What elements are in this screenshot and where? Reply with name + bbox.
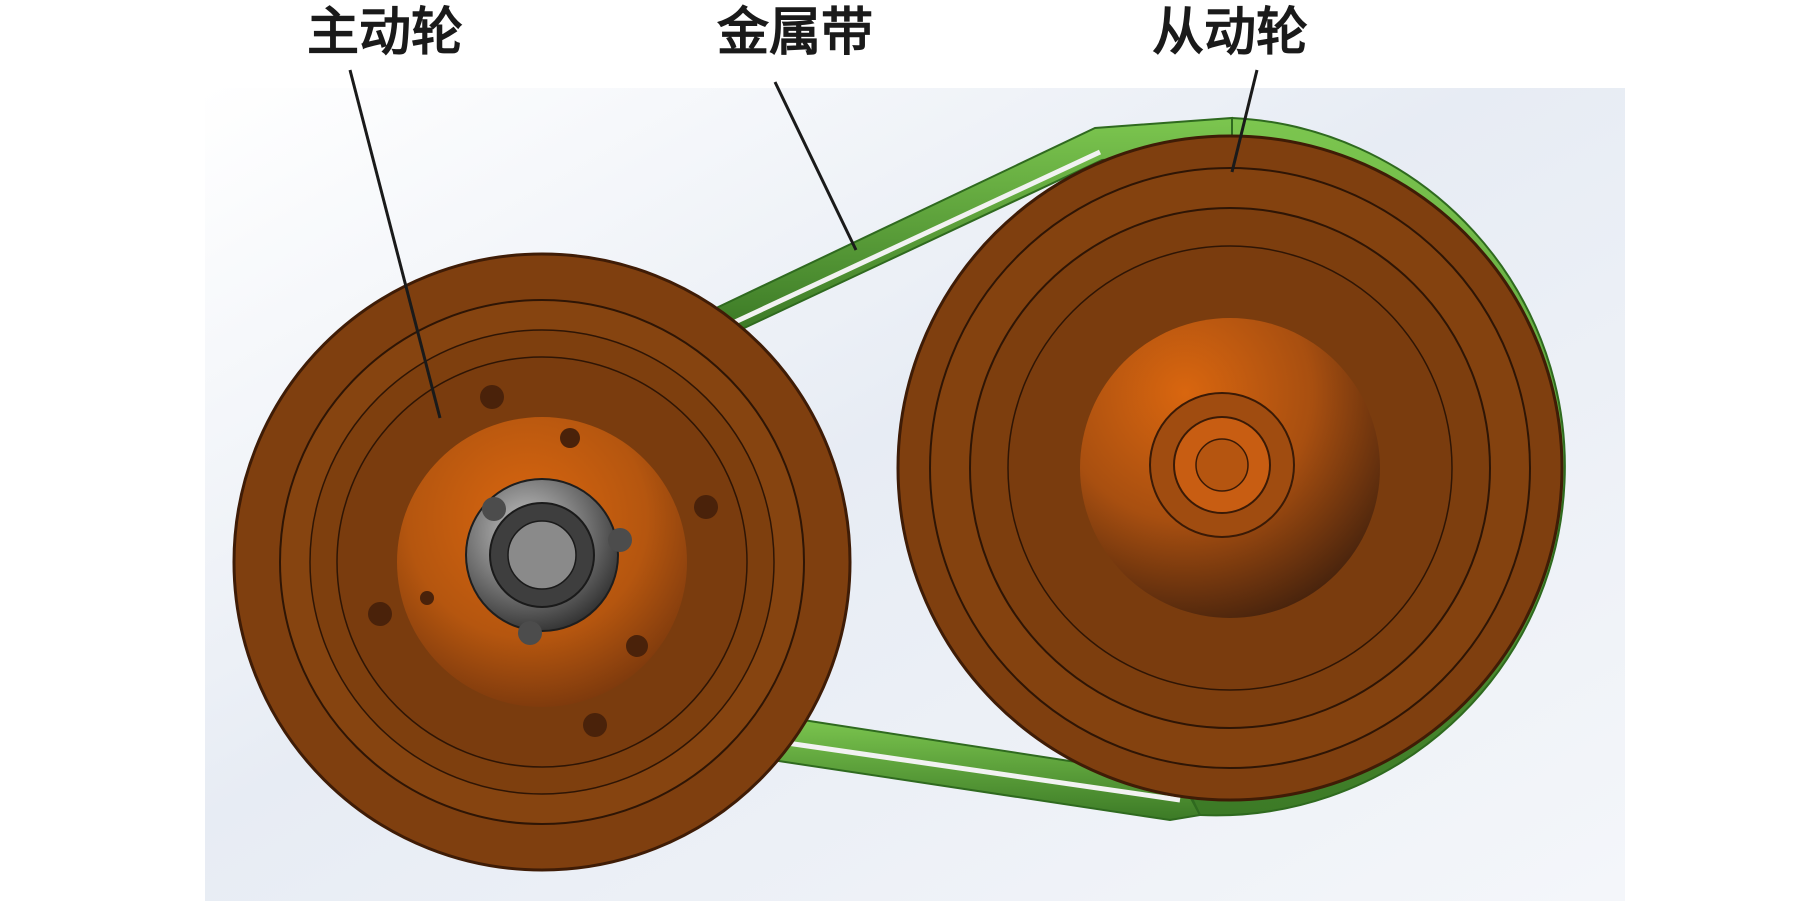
driven-pulley [896, 134, 1564, 802]
hub-lug [608, 528, 632, 552]
bolt-hole [694, 495, 718, 519]
belt-lower-inner-band [779, 739, 1181, 803]
leader-lines [348, 69, 1259, 419]
leader-line-driving-pulley [348, 69, 442, 419]
label-driven-pulley: 从动轮 [1152, 3, 1308, 63]
leader-line-driven-pulley [1230, 69, 1259, 173]
bolt-hole [420, 591, 434, 605]
bolt-hole [583, 713, 607, 737]
bolt-hole [560, 428, 580, 448]
label-metal-belt: 金属带 [716, 3, 873, 63]
belt-upper-inner-band [733, 149, 1102, 325]
driven-pulley-bore [1195, 438, 1249, 492]
bolt-hole [480, 385, 504, 409]
bolt-hole [368, 602, 392, 626]
driving-pulley [232, 252, 852, 872]
hub-lug [518, 621, 542, 645]
driving-pulley-hub-core [507, 520, 577, 590]
label-driving-pulley: 主动轮 [307, 3, 463, 63]
leader-line-metal-belt [773, 81, 858, 251]
hub-lug [482, 497, 506, 521]
bolt-hole [626, 635, 648, 657]
